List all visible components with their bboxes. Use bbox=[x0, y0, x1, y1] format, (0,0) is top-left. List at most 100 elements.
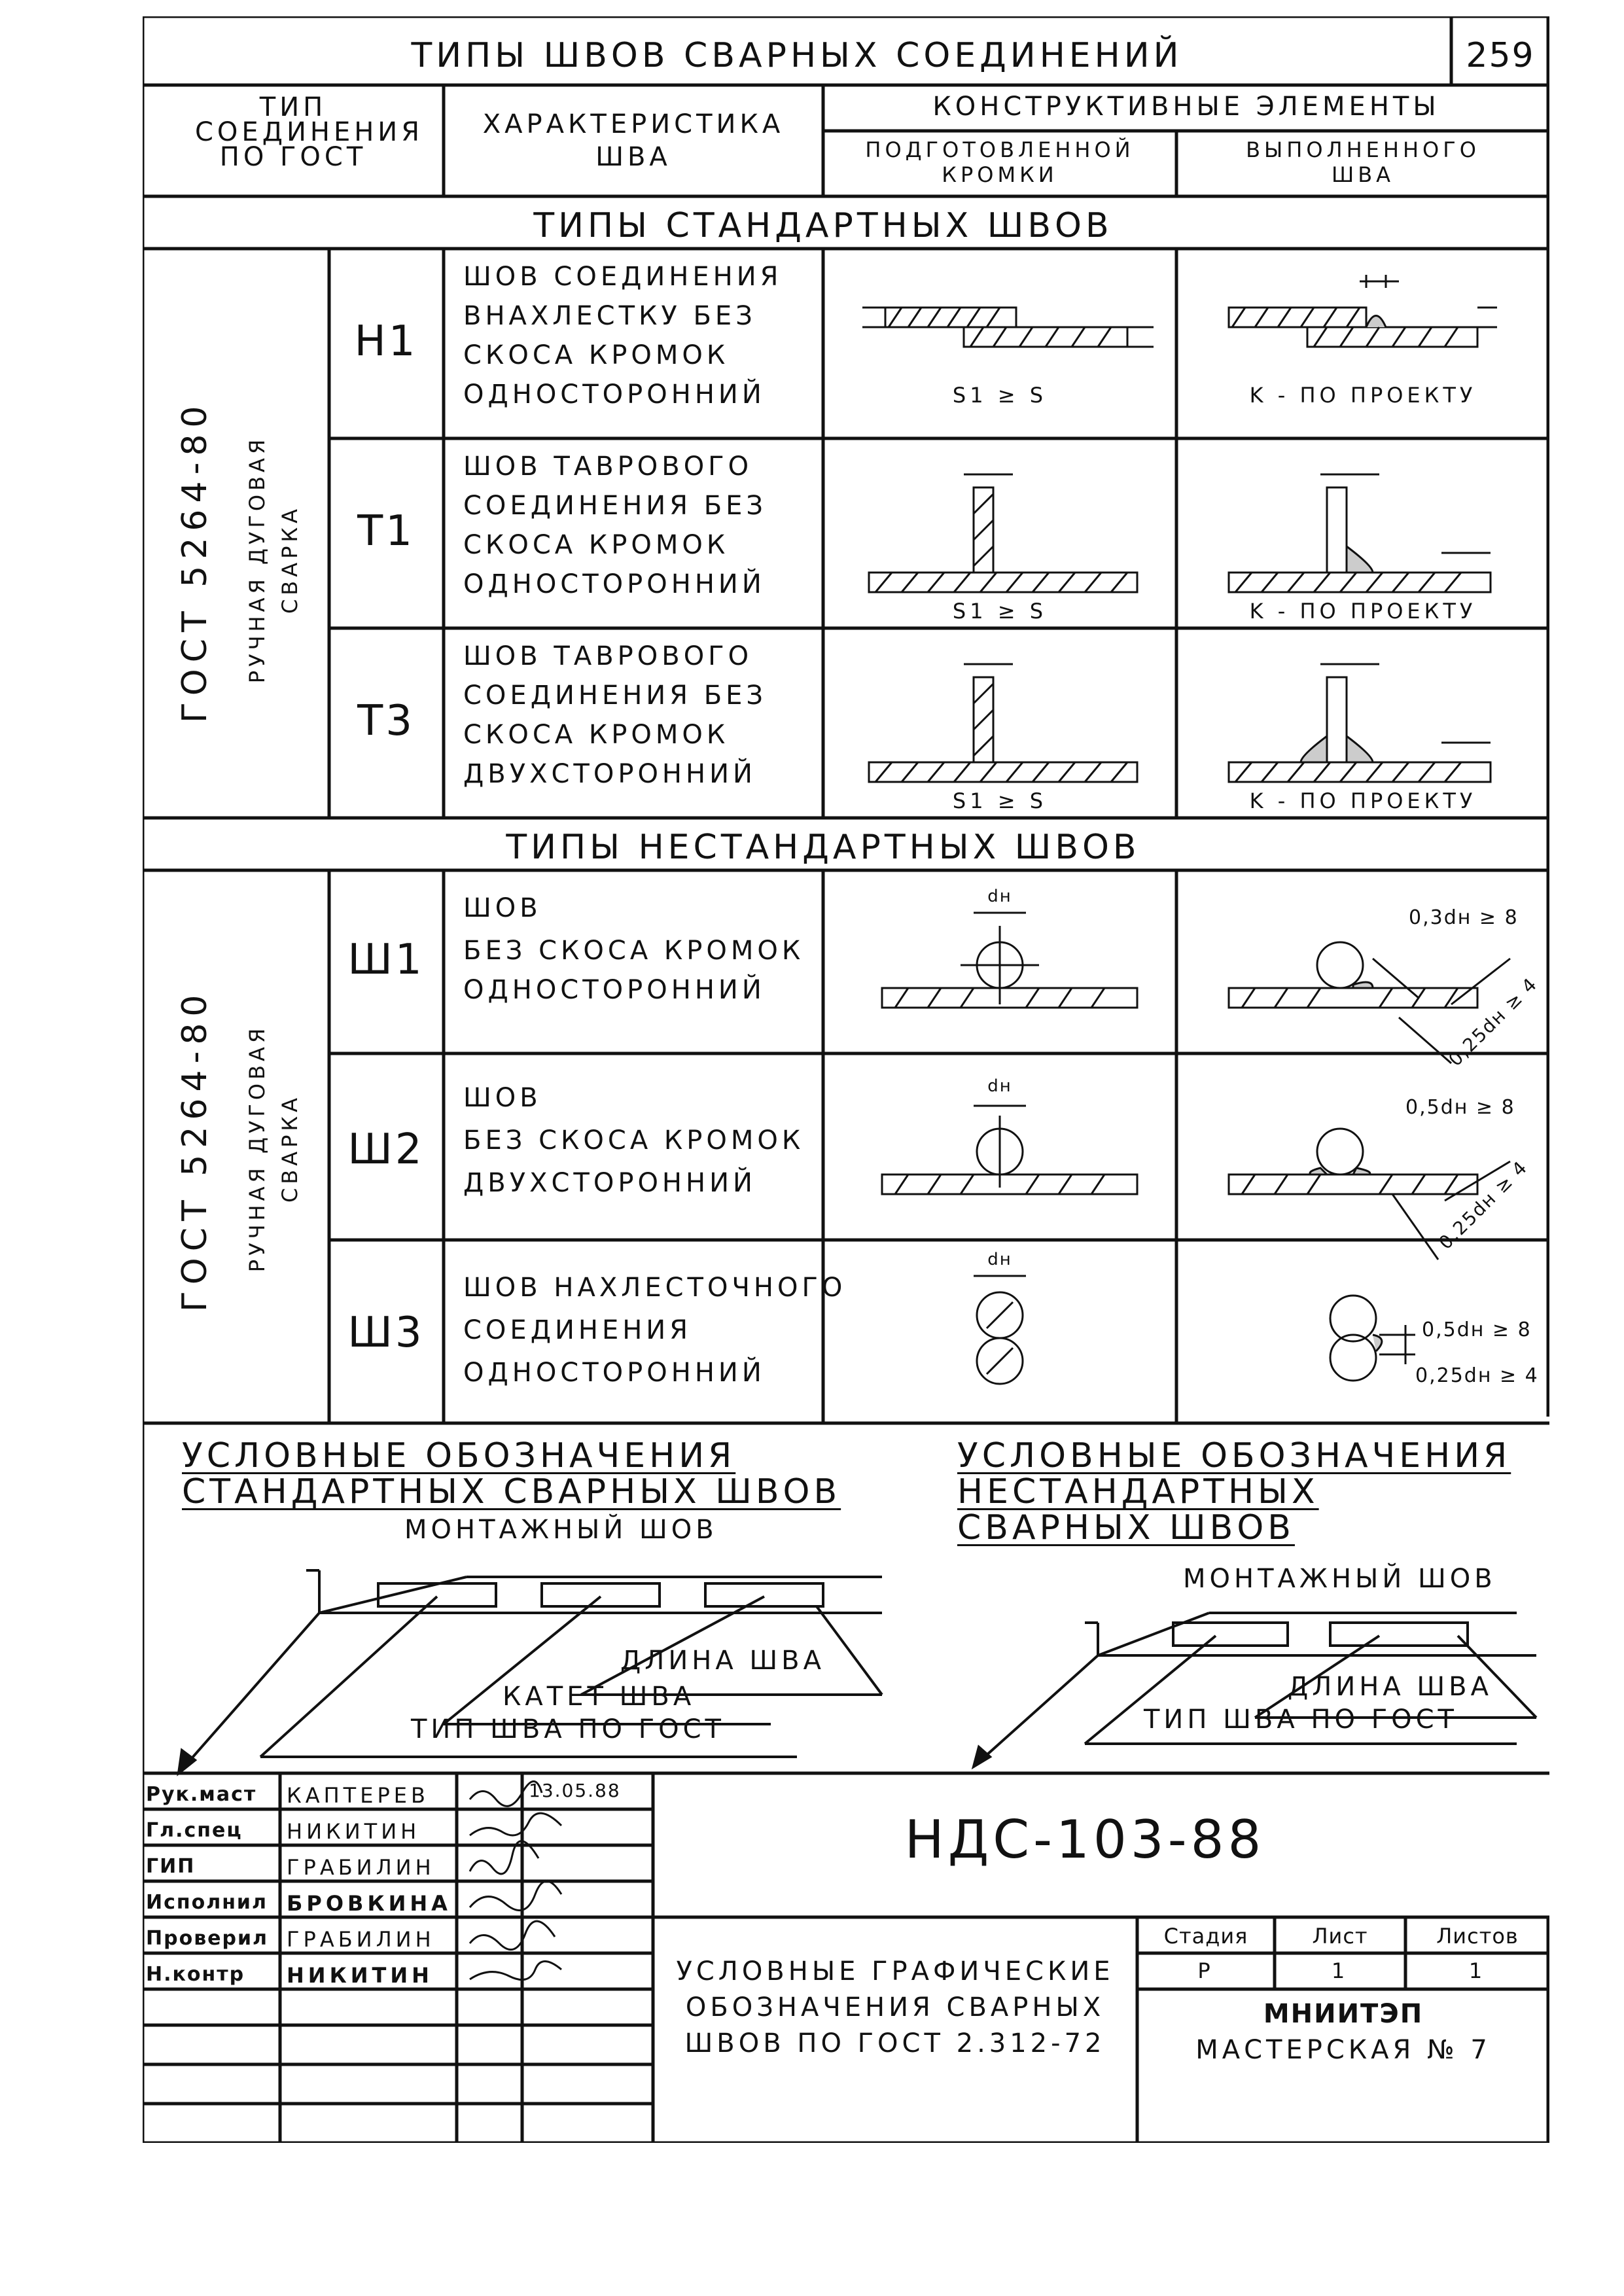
doc-code: НДС-103-88 bbox=[904, 1809, 1265, 1870]
diagram-t3-prep bbox=[868, 663, 1139, 783]
row-type: Т1 bbox=[357, 507, 415, 556]
row-desc-line: двухсторонний bbox=[463, 759, 756, 789]
row-desc-line: односторонний bbox=[463, 380, 766, 410]
diagram-t1-prep bbox=[868, 473, 1139, 593]
diagram-t1-done bbox=[1227, 473, 1492, 593]
row-desc-line: Шов соединения bbox=[463, 262, 783, 292]
row-desc-line: без скоса кромок bbox=[463, 936, 805, 966]
row-desc-line: Шов таврового bbox=[463, 451, 753, 482]
legend-nonstd-title: Условные обозначения bbox=[957, 1436, 1511, 1475]
stamp-role: Н.контр bbox=[146, 1963, 245, 1986]
stamp-name: Бровкина bbox=[287, 1891, 451, 1916]
row-type: Ш1 bbox=[347, 936, 425, 984]
legend-nonstd-type: тип шва по ГОСТ bbox=[1144, 1704, 1458, 1735]
stamp-role: Гл.спец bbox=[146, 1819, 243, 1842]
doc-title-line: Условные графические bbox=[676, 1956, 1114, 1987]
stamp-name: Каптерев bbox=[287, 1783, 429, 1808]
doc-title-line: обозначения сварных bbox=[685, 1992, 1105, 2022]
note-done: K - по проекту bbox=[1249, 599, 1477, 624]
note-prep: S1 ≥ S bbox=[952, 599, 1048, 624]
diagram-sh2-done bbox=[1227, 1127, 1511, 1260]
diagram-t3-done bbox=[1227, 663, 1492, 783]
sheet-label: Лист bbox=[1312, 1924, 1368, 1949]
dim-a: 0,5dн ≥ 8 bbox=[1422, 1318, 1532, 1341]
dim-a: 0,3dн ≥ 8 bbox=[1409, 906, 1519, 929]
stamp-name: Никитин bbox=[287, 1963, 433, 1988]
legend-std-type: тип шва по ГОСТ bbox=[411, 1714, 725, 1744]
header-col3b: выполненного шва bbox=[1246, 137, 1480, 187]
diagram-h1-done bbox=[1227, 275, 1497, 348]
workshop: мастерская № 7 bbox=[1195, 2035, 1491, 2065]
sheet-value: 1 bbox=[1331, 1958, 1349, 1983]
sheets-label: Листов bbox=[1436, 1924, 1519, 1949]
stamp-role: ГИП bbox=[146, 1855, 196, 1878]
section-standard: Типы стандартных швов bbox=[533, 206, 1113, 245]
row-desc-line: скоса кромок bbox=[463, 530, 730, 560]
row-type: Н1 bbox=[354, 317, 418, 366]
row-desc-line: односторонний bbox=[463, 1358, 766, 1388]
diagram-sh1-prep bbox=[881, 911, 1139, 1009]
sheet-title: Типы швов сварных соединений bbox=[411, 36, 1183, 75]
stamp-date: 13.05.88 bbox=[529, 1780, 621, 1801]
stamp-name: Грабилин bbox=[287, 1855, 435, 1880]
row-desc-line: скоса кромок bbox=[463, 720, 730, 750]
stamp-name: Никитин bbox=[287, 1819, 421, 1844]
row-desc-line: Шов таврового bbox=[463, 641, 753, 671]
drawing-sheet: Типы швов сварных соединений 259 Тип сое… bbox=[143, 16, 1549, 2143]
legend-std-mount: монтажный шов bbox=[404, 1515, 718, 1545]
section-nonstandard: Типы нестандартных швов bbox=[506, 828, 1140, 867]
stamp-role: Рук.маст bbox=[146, 1783, 257, 1806]
row-desc-line: односторонний bbox=[463, 569, 766, 599]
row-desc-line: Шов bbox=[463, 1083, 542, 1113]
stamp-role: Исполнил bbox=[146, 1891, 268, 1914]
row-desc-line: внахлестку без bbox=[463, 301, 756, 331]
row-desc-line: Шов нахлесточного bbox=[463, 1273, 847, 1303]
stage-label: Стадия bbox=[1163, 1924, 1248, 1949]
gost-1-method: ручная дуговая сварка bbox=[245, 435, 302, 684]
gost-2-code: ГОСТ 5264-80 bbox=[175, 988, 215, 1312]
doc-title-line: швов по ГОСТ 2.312-72 bbox=[684, 2028, 1106, 2058]
header-col3a: подготовленной кромки bbox=[865, 137, 1135, 187]
sheets-value: 1 bbox=[1468, 1958, 1487, 1983]
gost-2-method: ручная дуговая сварка bbox=[245, 1024, 302, 1273]
table-grid bbox=[143, 16, 1549, 2143]
legend-nonstd-subtitle: нестандартных bbox=[957, 1472, 1319, 1511]
org-name: МНИИТЭП bbox=[1263, 1999, 1424, 2029]
note-done: K - по проекту bbox=[1249, 383, 1477, 408]
diagram-sh3-done bbox=[1329, 1294, 1415, 1382]
row-desc-line: односторонний bbox=[463, 975, 766, 1005]
diagram-sh2-prep bbox=[881, 1104, 1139, 1195]
signatures bbox=[468, 1780, 563, 1981]
diagram-h1-prep bbox=[862, 306, 1154, 348]
note-prep: S1 ≥ S bbox=[952, 383, 1048, 408]
stage-value: Р bbox=[1197, 1958, 1214, 1983]
row-desc-line: соединения без bbox=[463, 491, 768, 521]
header-col2: Характеристика шва bbox=[482, 109, 785, 172]
diagram-sh3-prep bbox=[974, 1275, 1026, 1385]
row-type: Т3 bbox=[357, 697, 415, 745]
row-desc-line: соединения bbox=[463, 1315, 692, 1345]
legend-nonstd-subtitle2: сварных швов bbox=[957, 1508, 1295, 1547]
header-col3: Конструктивные элементы bbox=[932, 92, 1440, 122]
stamp-name: Грабилин bbox=[287, 1927, 435, 1952]
legend-nonstd-mount: монтажный шов bbox=[1183, 1564, 1496, 1594]
dim-top: dн bbox=[987, 887, 1012, 906]
dim-b: 0,25dн ≥ 4 bbox=[1415, 1364, 1539, 1387]
note-prep: S1 ≥ S bbox=[952, 788, 1048, 813]
row-type: Ш3 bbox=[347, 1309, 425, 1357]
legend-std-length: длина шва bbox=[620, 1646, 825, 1676]
dim-a: 0,5dн ≥ 8 bbox=[1405, 1096, 1515, 1119]
row-desc-line: двухсторонний bbox=[463, 1168, 756, 1198]
stamp-role: Проверил bbox=[146, 1927, 268, 1950]
row-desc-line: скоса кромок bbox=[463, 340, 730, 370]
page-number: 259 bbox=[1466, 36, 1535, 75]
diagram-sh1-done bbox=[1227, 941, 1511, 1065]
dim-top: dн bbox=[987, 1076, 1012, 1096]
legend-std-leg: катет шва bbox=[503, 1682, 696, 1712]
legend-std-subtitle: стандартных сварных швов bbox=[182, 1472, 841, 1511]
legend-std-drawing bbox=[177, 1569, 883, 1776]
legend-std-title: Условные обозначения bbox=[182, 1436, 736, 1475]
row-desc-line: без скоса кромок bbox=[463, 1125, 805, 1156]
legend-nonstd-length: длина шва bbox=[1288, 1672, 1492, 1702]
gost-1-code: ГОСТ 5264-80 bbox=[175, 399, 215, 723]
